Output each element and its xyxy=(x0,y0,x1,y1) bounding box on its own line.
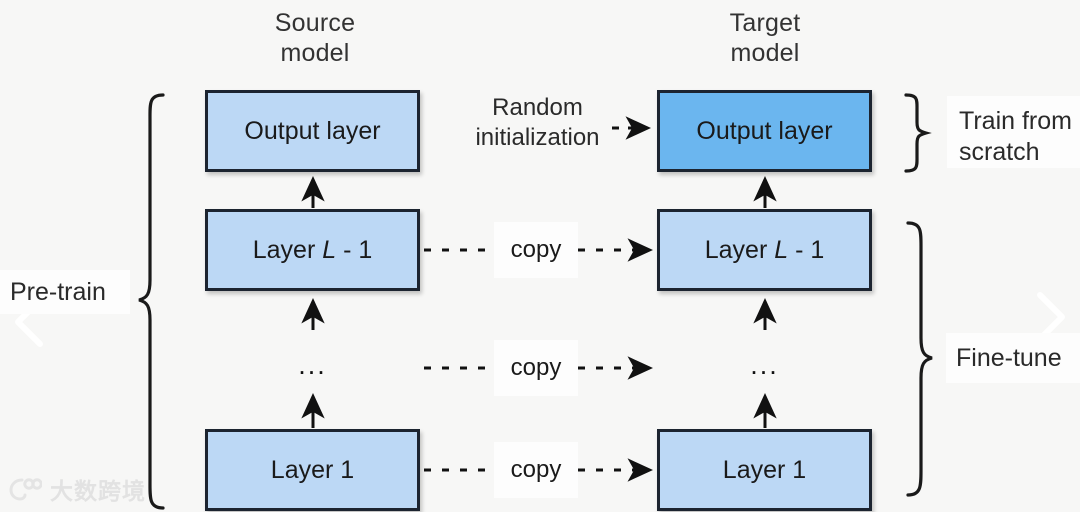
copy-text-3: copy xyxy=(510,456,562,483)
source-layer-label-output: Output layer xyxy=(244,116,381,145)
train-from-scratch-line1: Train from xyxy=(959,107,1072,135)
logo-mark-icon xyxy=(9,478,42,501)
target-layer-label-l-minus-1: Layer L - 1 xyxy=(704,235,825,264)
train-from-scratch-brace xyxy=(904,93,932,173)
pre-train-brace xyxy=(138,93,165,510)
source-layer-box-1[interactable]: Layer 1 xyxy=(205,429,420,511)
watermark-text: 大数跨境 xyxy=(50,479,146,505)
source-layer-label-1: Layer 1 xyxy=(270,455,355,484)
target-title-line1: Target xyxy=(729,9,801,37)
source-ellipsis-label: ... xyxy=(298,350,327,380)
pre-train-text: Pre-train xyxy=(10,277,106,306)
target-layer-label-1: Layer 1 xyxy=(722,455,807,484)
source-title-line1: Source xyxy=(274,9,356,37)
random-init-line2: initialization xyxy=(475,124,600,151)
fine-tune-text: Fine-tune xyxy=(956,343,1062,372)
pre-train-label: Pre-train xyxy=(0,270,130,314)
random-initialization-label: Random initialization xyxy=(455,93,620,153)
copy-label-ellipsis: copy xyxy=(494,340,578,396)
target-model-title: Target model xyxy=(665,8,865,68)
target-title-line2: model xyxy=(730,39,800,67)
source-layer-box-l-minus-1[interactable]: Layer L - 1 xyxy=(205,209,420,291)
random-init-line1: Random xyxy=(492,94,583,121)
source-layer-box-output[interactable]: Output layer xyxy=(205,90,420,172)
source-model-title: Source model xyxy=(215,8,415,68)
target-layer-box-l-minus-1[interactable]: Layer L - 1 xyxy=(657,209,872,291)
target-layer-label-output: Output layer xyxy=(696,116,833,145)
copy-label-layer-1: copy xyxy=(494,442,578,498)
train-from-scratch-label: Train from scratch xyxy=(947,96,1080,168)
fine-tune-brace xyxy=(906,221,933,497)
copy-label-layer-l-minus-1: copy xyxy=(494,222,578,278)
source-title-line2: model xyxy=(280,39,350,67)
target-layer-box-1[interactable]: Layer 1 xyxy=(657,429,872,511)
target-ellipsis-label: ... xyxy=(750,350,779,380)
source-ellipsis: ... xyxy=(205,352,420,379)
watermark: 大数跨境 xyxy=(8,472,146,506)
target-layer-box-output[interactable]: Output layer xyxy=(657,90,872,172)
target-ellipsis: ... xyxy=(657,352,872,379)
train-from-scratch-line2: scratch xyxy=(959,138,1040,166)
fine-tune-label: Fine-tune xyxy=(946,333,1080,383)
copy-text-2: copy xyxy=(510,354,562,381)
source-layer-label-l-minus-1: Layer L - 1 xyxy=(252,235,373,264)
copy-text-1: copy xyxy=(510,236,562,263)
